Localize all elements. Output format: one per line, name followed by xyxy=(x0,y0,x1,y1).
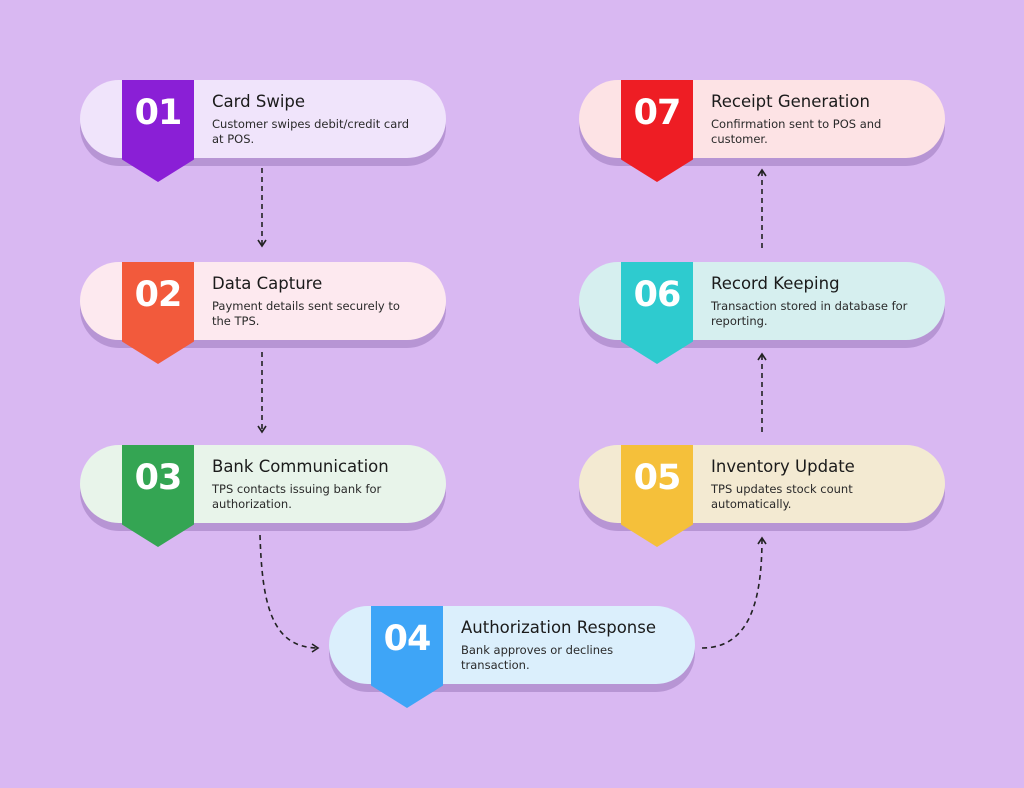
step-number: 05 xyxy=(633,458,682,498)
step-number: 01 xyxy=(134,93,183,133)
step-card-03: 03 Bank Communication TPS contacts issui… xyxy=(80,445,446,547)
arrow-03-to-04 xyxy=(259,534,320,653)
step-title: Authorization Response xyxy=(461,618,657,637)
step-badge-07: 07 xyxy=(621,80,693,182)
step-badge-02: 02 xyxy=(122,262,194,364)
step-description: Payment details sent securely to the TPS… xyxy=(212,299,400,328)
step-card-07: 07 Receipt Generation Confirmation sent … xyxy=(579,80,945,182)
step-description: Confirmation sent to POS and customer. xyxy=(711,117,882,146)
step-description: TPS contacts issuing bank for authorizat… xyxy=(212,482,382,511)
step-title: Bank Communication xyxy=(212,457,389,476)
step-badge-06: 06 xyxy=(621,262,693,364)
arrow-04-to-05 xyxy=(701,536,767,649)
step-number: 07 xyxy=(633,93,682,133)
step-title: Inventory Update xyxy=(711,457,855,476)
step-title: Data Capture xyxy=(212,274,323,293)
step-card-05: 05 Inventory Update TPS updates stock co… xyxy=(579,445,945,547)
step-badge-04: 04 xyxy=(371,606,443,708)
step-number: 02 xyxy=(134,275,183,315)
step-badge-03: 03 xyxy=(122,445,194,547)
step-card-02: 02 Data Capture Payment details sent sec… xyxy=(80,262,446,364)
step-description: Customer swipes debit/credit card at POS… xyxy=(212,117,410,146)
step-title: Record Keeping xyxy=(711,274,840,293)
step-description: Bank approves or declines transaction. xyxy=(461,643,614,672)
step-description: Transaction stored in database for repor… xyxy=(711,299,908,328)
step-number: 06 xyxy=(633,275,682,315)
step-title: Receipt Generation xyxy=(711,92,870,111)
step-number: 03 xyxy=(134,458,183,498)
step-number: 04 xyxy=(383,619,432,659)
step-badge-05: 05 xyxy=(621,445,693,547)
step-card-06: 06 Record Keeping Transaction stored in … xyxy=(579,262,945,364)
step-card-04: 04 Authorization Response Bank approves … xyxy=(329,606,695,708)
step-card-01: 01 Card Swipe Customer swipes debit/cred… xyxy=(80,80,446,182)
step-badge-01: 01 xyxy=(122,80,194,182)
step-description: TPS updates stock count automatically. xyxy=(711,482,853,511)
step-title: Card Swipe xyxy=(212,92,306,111)
